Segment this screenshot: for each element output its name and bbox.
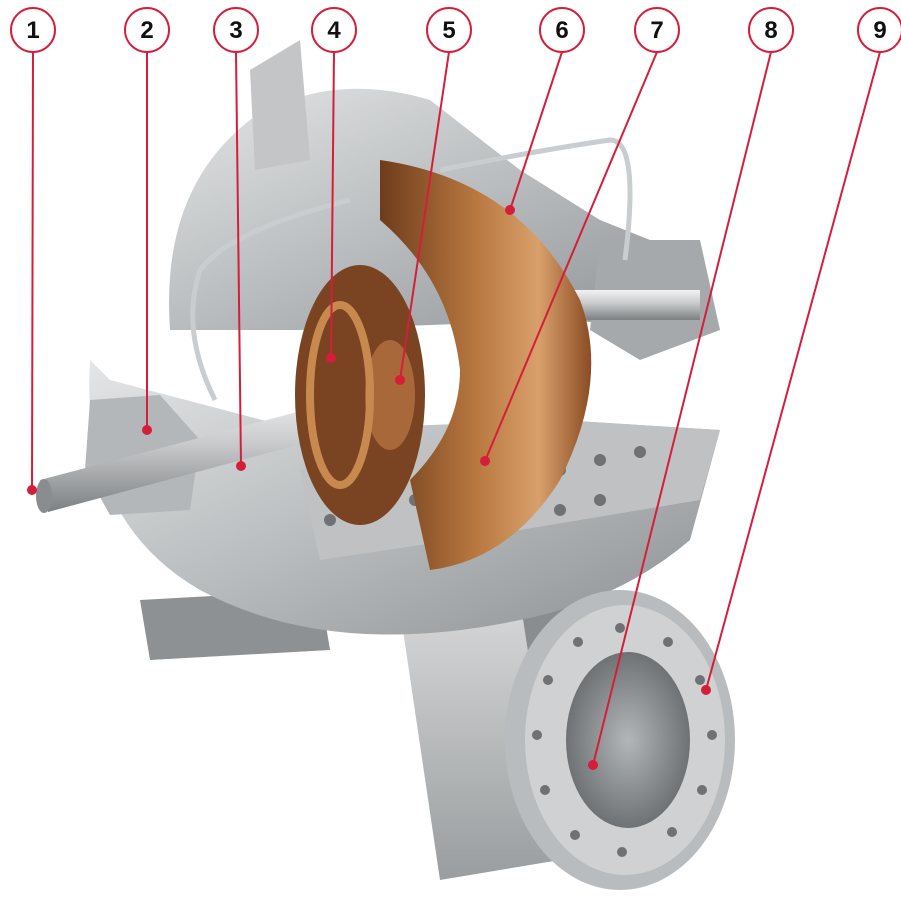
callout-5: 5 [395,7,472,385]
callout-number: 7 [650,17,663,44]
callout-2: 2 [124,7,170,435]
callout-circle [748,7,794,53]
callout-leader-line [399,51,450,381]
seal-pipe-left [190,197,351,402]
callout-target-dot [27,485,37,495]
impeller-disc-back [295,265,425,525]
callout-target-dot [701,685,711,695]
callout-9: 9 [701,7,901,695]
callout-number: 8 [764,17,777,44]
pump-body [36,40,735,890]
callout-circle [124,7,170,53]
callout-circle [311,7,357,53]
callouts: 1 2 3 4 5 6 7 8 9 [10,7,901,770]
callout-number: 9 [873,17,886,44]
callout-target-dot [236,461,246,471]
callout-leader-line [509,51,563,211]
callout-leader-line [484,51,658,462]
callout-target-dot [326,353,336,363]
callout-target-dot [588,760,598,770]
callout-number: 5 [442,17,455,44]
callout-leader-line [592,51,772,766]
callout-leader-line [235,51,242,467]
callout-7: 7 [480,7,680,466]
callout-target-dot [480,456,490,466]
shaft-end [36,479,52,513]
callout-circle [857,7,901,53]
callout-circle [213,7,259,53]
callout-circle [10,7,56,53]
callout-target-dot [505,205,515,215]
callout-number: 6 [555,17,568,44]
callout-8: 8 [588,7,794,770]
callout-target-dot [142,425,152,435]
callout-number: 4 [327,17,341,44]
callout-leader-line [705,51,881,691]
impeller [380,160,592,570]
callout-number: 1 [26,17,39,44]
callout-circle [634,7,680,53]
callout-3: 3 [213,7,259,471]
wear-ring [306,301,374,489]
callout-circle [539,7,585,53]
lifting-lug [250,40,310,170]
callout-number: 3 [229,17,242,44]
callout-1: 1 [10,7,56,495]
callout-circle [426,7,472,53]
seal-pipe [439,137,633,261]
callout-6: 6 [505,7,585,215]
callout-leader-line [31,51,34,491]
callout-number: 2 [140,17,153,44]
suction-flange-bolts [532,623,717,857]
callout-leader-line [330,51,335,359]
callout-4: 4 [311,7,357,363]
suction-bore [566,652,690,828]
callout-target-dot [395,375,405,385]
